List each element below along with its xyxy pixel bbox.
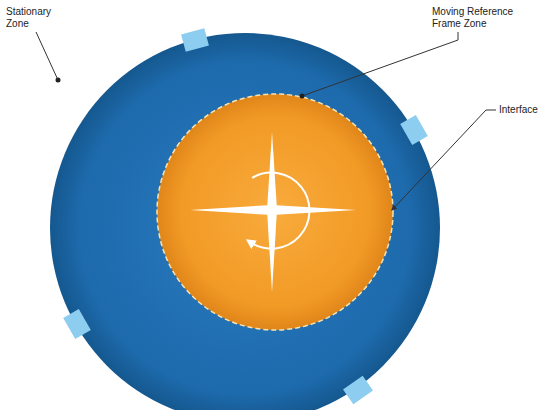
interface-line [157, 94, 393, 330]
callout-label: Stationary Zone [6, 6, 62, 30]
leader-lines [36, 32, 496, 210]
callout-label: Moving Reference Frame Zone [432, 6, 532, 30]
leader-dot [56, 78, 61, 83]
mrf-zone [157, 94, 393, 330]
rim-blocks [63, 28, 428, 404]
impeller [190, 132, 356, 292]
rotation-arrow [250, 173, 309, 249]
leader-dot [300, 94, 305, 99]
stationary-zone [50, 33, 440, 410]
callout-label: Interface [499, 104, 554, 116]
